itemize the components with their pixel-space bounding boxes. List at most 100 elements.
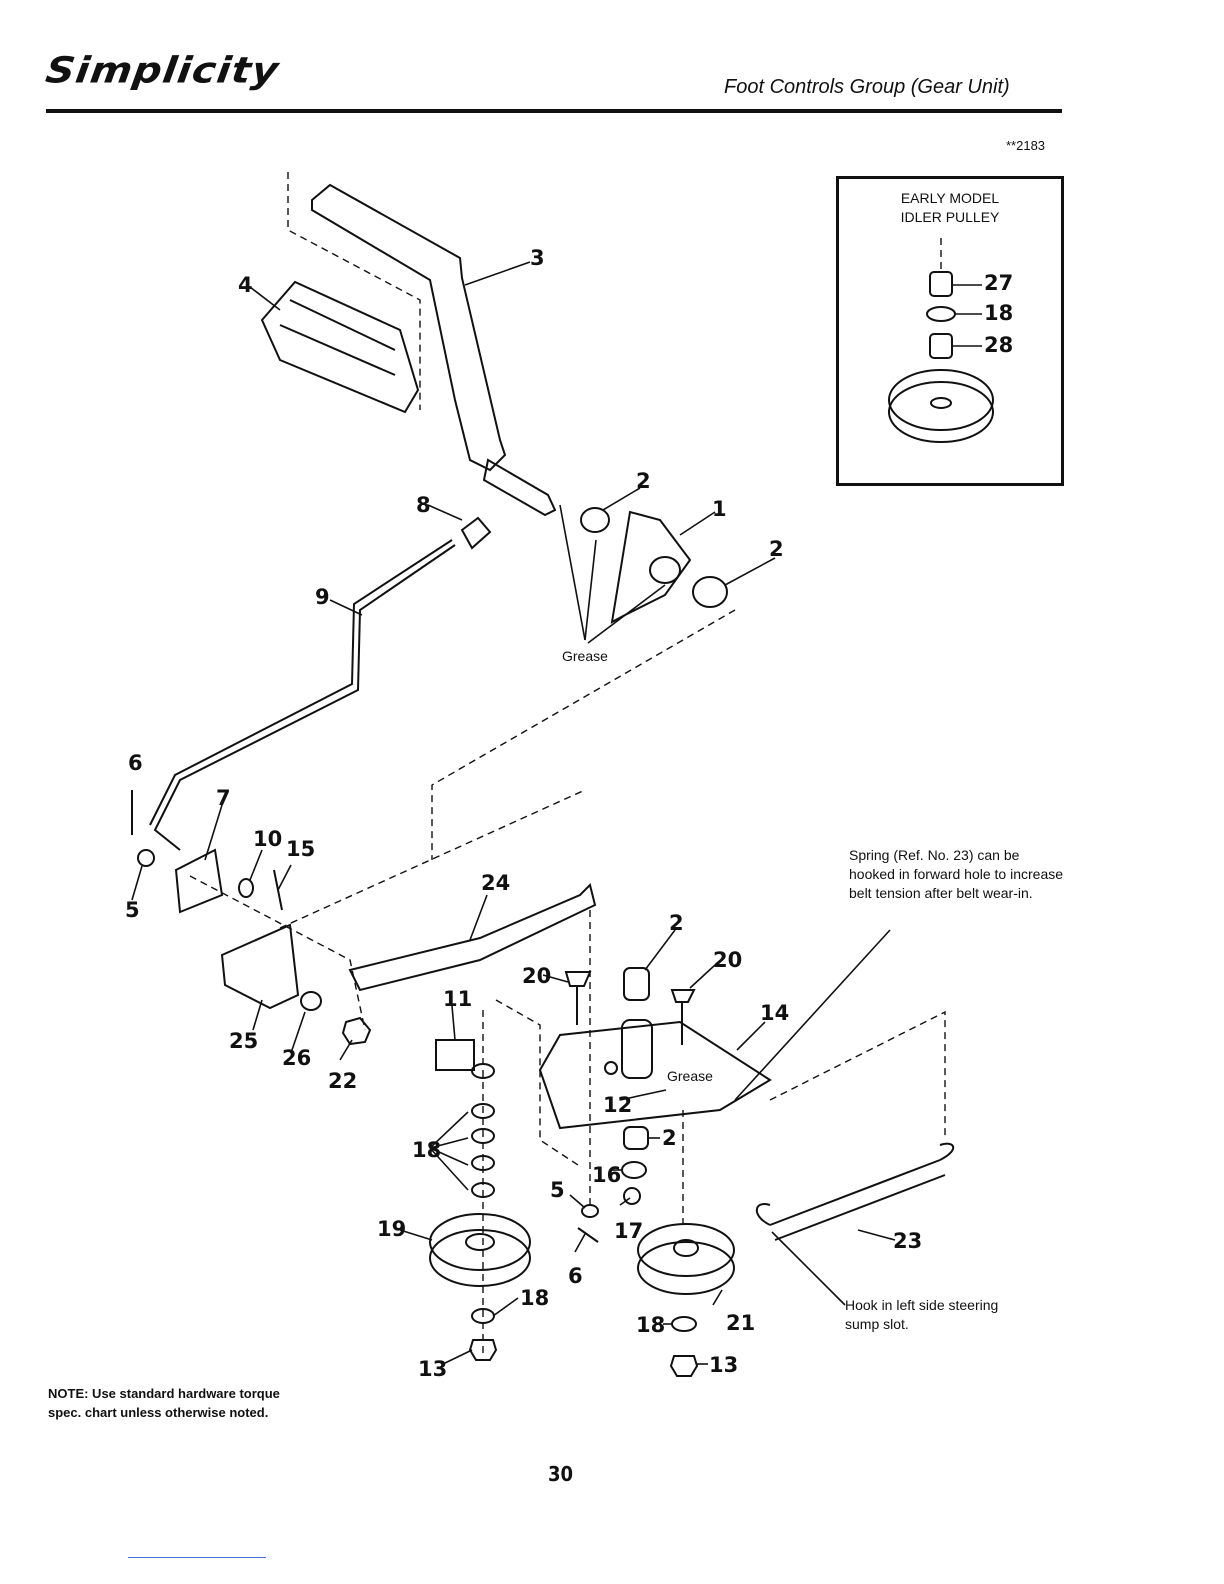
pedal-shaft <box>482 458 557 517</box>
inset-callout-27: 27 <box>984 271 1013 295</box>
callout-24: 24 <box>481 871 510 895</box>
part-7-plate <box>174 848 224 914</box>
callout-18c: 18 <box>636 1313 665 1337</box>
part-12-grease-fitting <box>604 1061 618 1075</box>
callout-4: 4 <box>238 273 253 297</box>
callout-15: 15 <box>286 837 315 861</box>
callout-1: 1 <box>712 497 727 521</box>
callout-5a: 5 <box>125 898 140 922</box>
part-18-washer-2 <box>471 1103 495 1119</box>
part-5-washer-upper <box>137 849 155 867</box>
part-25-bracket <box>220 923 300 1010</box>
callout-23: 23 <box>893 1229 922 1253</box>
header-rule <box>46 109 1062 113</box>
callout-7: 7 <box>216 786 231 810</box>
page-number: 30 <box>548 1462 574 1486</box>
callout-10: 10 <box>253 827 282 851</box>
callout-17: 17 <box>614 1219 643 1243</box>
callout-6a: 6 <box>128 751 143 775</box>
part-21-pulley <box>637 1223 735 1277</box>
part-23-spring <box>734 929 955 1306</box>
callout-16: 16 <box>592 1163 621 1187</box>
callout-13b: 13 <box>709 1353 738 1377</box>
leader-lines <box>131 261 896 1365</box>
early-model-inset: EARLY MODEL IDLER PULLEY <box>836 176 1064 486</box>
callout-numbers: 1 2 2 2 2 3 4 5 5 6 6 7 8 9 10 11 12 13 … <box>125 246 922 1381</box>
part-2-bushing-upper <box>580 507 610 533</box>
hook-note: Hook in left side steering sump slot. <box>845 1297 999 1332</box>
page-title: Foot Controls Group (Gear Unit) <box>724 76 1010 98</box>
part-3-pedal-arm <box>311 183 507 472</box>
part-4-pedal-pad <box>260 280 420 414</box>
part-6-cotter-pin-lower <box>577 1227 599 1243</box>
lower-left-linkage <box>131 789 597 1046</box>
part-5-washer-lower <box>581 1204 599 1218</box>
part-18-washer-3 <box>471 1128 495 1144</box>
callout-25: 25 <box>229 1029 258 1053</box>
part-10-washer <box>238 878 254 898</box>
part-9-rod <box>153 544 456 851</box>
callout-2a: 2 <box>636 469 651 493</box>
callout-18a: 18 <box>412 1138 441 1162</box>
part-18-washer-5 <box>471 1182 495 1198</box>
drawing-code: **2183 <box>1006 138 1046 153</box>
inset-part-18-washer <box>926 306 956 322</box>
callout-8: 8 <box>416 493 431 517</box>
part-2-bushing-center <box>623 967 650 1001</box>
callout-2d: 2 <box>662 1126 677 1150</box>
callout-26: 26 <box>282 1046 311 1070</box>
part-14-plate <box>538 1020 772 1130</box>
torque-note: NOTE: Use standard hardware torque spec.… <box>48 1386 280 1420</box>
callout-11: 11 <box>443 987 472 1011</box>
callout-22: 22 <box>328 1069 357 1093</box>
part-13-nut-right <box>669 1355 699 1377</box>
inset-parts: 27 18 28 <box>888 238 1013 443</box>
part-8-knob <box>460 516 492 550</box>
grease-label-upper: Grease <box>562 648 608 664</box>
part-24-rod <box>348 883 597 992</box>
part-20-bolt-right <box>670 989 696 1003</box>
inset-title: EARLY MODEL IDLER PULLEY <box>839 189 1061 227</box>
callout-18b: 18 <box>520 1286 549 1310</box>
part-18-washer-4 <box>471 1155 495 1171</box>
inset-title-line-1: EARLY MODEL <box>900 190 1000 206</box>
part-19-pulley <box>429 1213 531 1271</box>
callout-12: 12 <box>603 1093 632 1117</box>
part-18-washer-7 <box>671 1316 697 1332</box>
callout-2c: 2 <box>669 911 684 935</box>
callout-2b: 2 <box>769 537 784 561</box>
inset-callout-28: 28 <box>984 333 1013 357</box>
left-pulley-stack <box>429 1010 531 1361</box>
part-26-washer <box>300 991 322 1011</box>
callout-5b: 5 <box>550 1178 565 1202</box>
part-13-nut-left <box>468 1339 498 1361</box>
upper-linkage <box>149 504 736 860</box>
spindle-tube <box>621 1019 653 1079</box>
part-18-washer-1 <box>471 1063 495 1079</box>
part-22-nut <box>341 1016 372 1046</box>
callout-6b: 6 <box>568 1264 583 1288</box>
part-16-washer <box>621 1161 647 1179</box>
part-2-bushing-right <box>692 576 728 608</box>
part-17-ring <box>623 1187 641 1205</box>
callout-3: 3 <box>530 246 545 270</box>
grease-label-lower: Grease <box>667 1068 713 1084</box>
inset-idler-pulley <box>888 369 994 431</box>
part-2-bushing-lower <box>623 1126 649 1150</box>
callout-19: 19 <box>377 1217 406 1241</box>
inset-title-line-2: IDLER PULLEY <box>900 209 1000 225</box>
center-plate-assembly <box>435 910 946 1230</box>
callout-14: 14 <box>760 1001 789 1025</box>
spring-note: Spring (Ref. No. 23) can be hooked in fo… <box>849 847 1064 901</box>
pedal-assembly <box>260 172 557 517</box>
part-20-bolt-left <box>564 971 592 987</box>
callout-21: 21 <box>726 1311 755 1335</box>
callout-20a: 20 <box>522 964 551 988</box>
part-11-spring-hook <box>435 1039 475 1071</box>
footer-divider <box>128 1557 266 1558</box>
callout-20b: 20 <box>713 948 742 972</box>
part-28-spacer <box>929 333 953 359</box>
part-27-spacer <box>929 271 953 297</box>
callout-13a: 13 <box>418 1357 447 1381</box>
